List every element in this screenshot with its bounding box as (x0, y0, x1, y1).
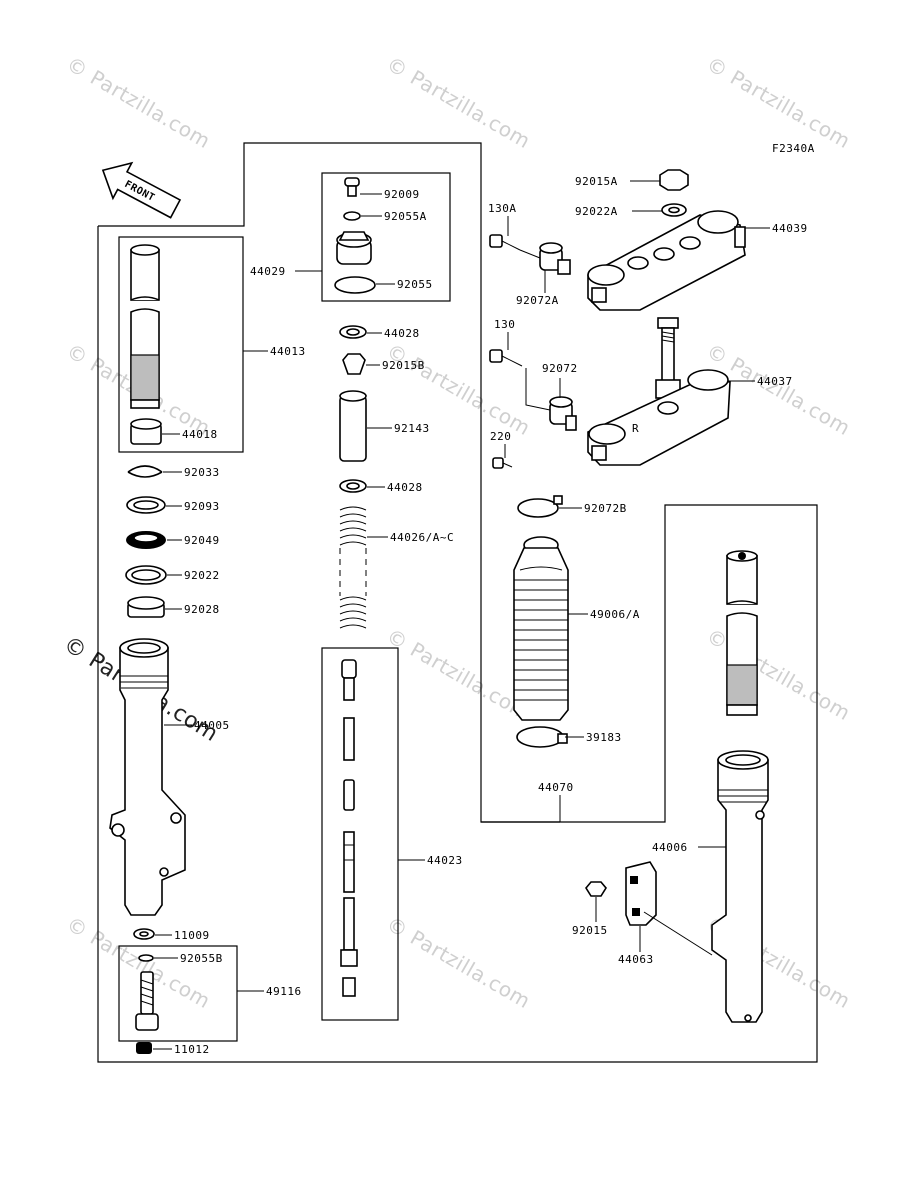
callout-92015B: 92015B (382, 359, 425, 372)
callout-92033: 92033 (184, 466, 220, 479)
band-92072B (517, 498, 559, 518)
callout-130: 130 (494, 318, 515, 331)
callout-44026: 44026/A~C (390, 531, 454, 544)
boot-49006 (513, 536, 569, 721)
callout-92049: 92049 (184, 534, 220, 547)
front-arrow-shape (101, 161, 182, 219)
callout-39183: 39183 (586, 731, 622, 744)
band-39183 (516, 726, 564, 748)
cap-assy-frame (321, 172, 451, 302)
bolt-220 (492, 457, 513, 469)
callout-130A: 130A (488, 202, 517, 215)
callout-92055B: 92055B (180, 952, 223, 965)
callout-92055: 92055 (397, 278, 433, 291)
watermark: © Partzilla.com (383, 52, 535, 154)
callout-44029: 44029 (250, 265, 286, 278)
callout-92022A: 92022A (575, 205, 618, 218)
nut-92015B (342, 353, 366, 375)
watermark: © Partzilla.com (383, 624, 535, 726)
bushing-92028 (127, 596, 165, 618)
outer-tube-44005 (109, 638, 186, 916)
callout-11009: 11009 (174, 929, 210, 942)
oring-92055A (343, 211, 361, 221)
callout-44005: 44005 (194, 719, 230, 732)
callout-44028-a: 44028 (384, 327, 420, 340)
watermark: © Partzilla.com (63, 52, 215, 154)
callout-44023: 44023 (427, 854, 463, 867)
clamp-92072A (539, 242, 571, 275)
callout-92072B: 92072B (584, 502, 627, 515)
upper-clamp-44039 (587, 210, 746, 311)
callout-11012: 11012 (174, 1043, 210, 1056)
inner-tube-right (726, 550, 758, 716)
valve-frame (118, 945, 238, 1042)
callout-44018: 44018 (182, 428, 218, 441)
callout-44070: 44070 (538, 781, 574, 794)
callout-92015A: 92015A (575, 175, 618, 188)
outer-tube-44006 (711, 750, 769, 1023)
callout-220: 220 (490, 430, 511, 443)
oring-92055B (138, 954, 154, 962)
callout-49006: 49006/A (590, 608, 640, 621)
collar-92143 (339, 395, 367, 462)
damper-rod-44023 (340, 659, 358, 997)
inner-tube-44013 (130, 244, 160, 409)
front-arrow: FRONT (101, 161, 182, 219)
callout-92022: 92022 (184, 569, 220, 582)
callout-92072A: 92072A (516, 294, 559, 307)
callout-49116: 49116 (266, 985, 302, 998)
callout-92093: 92093 (184, 500, 220, 513)
callout-44006: 44006 (652, 841, 688, 854)
watermark: © Partzilla.com (383, 912, 535, 1014)
callout-92072: 92072 (542, 362, 578, 375)
inner-tube-frame (118, 236, 244, 453)
callout-44013: 44013 (270, 345, 306, 358)
lower-clamp-44037: R (587, 317, 731, 466)
callout-92055A: 92055A (384, 210, 427, 223)
bushing-44018 (130, 418, 162, 445)
spring-44026 (339, 506, 367, 629)
nut-92015 (585, 881, 607, 897)
main-frame-body (97, 226, 818, 1063)
clip-92033 (127, 465, 163, 478)
bolt-130 (489, 349, 523, 367)
callout-92015: 92015 (572, 924, 608, 937)
callout-44028-b: 44028 (387, 481, 423, 494)
callout-44039: 44039 (772, 222, 808, 235)
tree-letter: R (632, 422, 639, 435)
nut-92015A (659, 169, 689, 191)
callout-92143: 92143 (394, 422, 430, 435)
callout-44037: 44037 (757, 375, 793, 388)
bolt-130A (489, 234, 521, 251)
holder-44063 (625, 861, 657, 926)
valve-49116 (135, 971, 159, 1031)
callout-44063: 44063 (618, 953, 654, 966)
callout-92028: 92028 (184, 603, 220, 616)
callout-92009: 92009 (384, 188, 420, 201)
bolt-92009 (344, 177, 360, 197)
diagram-code: F2340A (772, 142, 815, 155)
watermark: © Partzilla.com (703, 52, 855, 154)
watermark: © Partzilla.com (703, 624, 855, 726)
fork-cap (336, 231, 372, 265)
oring-92055 (334, 276, 376, 294)
damper-frame (321, 647, 399, 1021)
clamp-92072 (549, 396, 577, 431)
cap-11012 (136, 1042, 152, 1054)
